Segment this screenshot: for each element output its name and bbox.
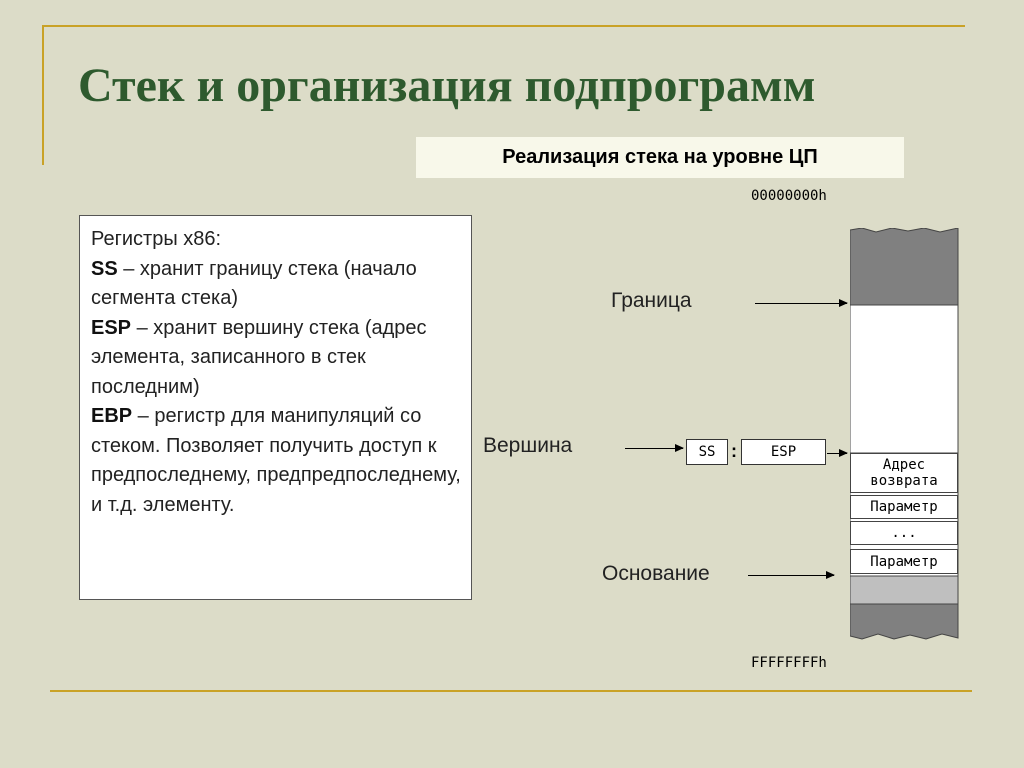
ebp-description: EBP – регистр для манипуляций со стеком.… <box>91 405 461 516</box>
address-bottom: FFFFFFFFh <box>751 655 827 671</box>
top-gold-line <box>42 25 965 27</box>
label-border: Граница <box>611 289 692 312</box>
stack-cell-return-address: Адрес возврата <box>850 453 958 493</box>
stack-cell-ellipsis: ... <box>850 521 958 545</box>
stack-memory-column: Адрес возврата Параметр ... Параметр <box>850 228 960 640</box>
arrow-border <box>755 299 848 307</box>
stack-cell-parameter-2: Параметр <box>850 549 958 574</box>
address-top: 00000000h <box>751 188 827 204</box>
ss-description: SS – хранит границу стека (начало сегмен… <box>91 257 417 310</box>
registers-heading: Регистры x86: <box>91 228 222 250</box>
slide-subtitle: Реализация стека на уровне ЦП <box>416 137 904 178</box>
register-esp: ESP <box>741 439 826 465</box>
arrow-top-to-ss <box>625 444 684 452</box>
label-base: Основание <box>602 562 710 585</box>
left-gold-line <box>42 25 44 165</box>
ebp-name: EBP <box>91 405 133 427</box>
stack-cell-parameter-1: Параметр <box>850 495 958 519</box>
register-ss: SS <box>686 439 728 465</box>
arrow-base <box>748 571 835 579</box>
stack-shape <box>850 228 959 640</box>
slide-title: Стек и организация подпрограмм <box>78 59 816 112</box>
esp-description: ESP – хранит вершину стека (адрес элемен… <box>91 316 427 398</box>
arrow-esp-to-stack <box>827 449 848 457</box>
ss-name: SS <box>91 257 118 280</box>
esp-name: ESP <box>91 316 132 339</box>
bottom-gold-line <box>50 690 972 692</box>
label-top: Вершина <box>483 434 573 457</box>
register-colon: : <box>731 441 737 461</box>
registers-description: Регистры x86: SS – хранит границу стека … <box>79 215 472 600</box>
